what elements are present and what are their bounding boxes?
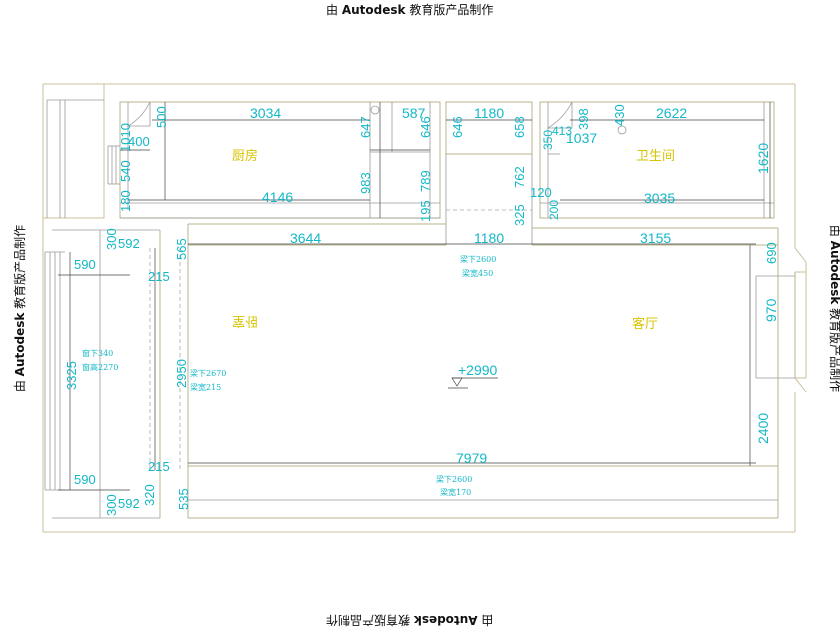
watermark-top-suffix: 教育版产品制作 (405, 3, 494, 17)
dim-398: 398 (576, 108, 591, 130)
dim-7979: 7979 (456, 450, 487, 466)
watermark-top-prefix: 由 (326, 3, 342, 17)
dim-1180-mid: 1180 (474, 230, 504, 246)
dim-2950: 2950 (174, 359, 189, 388)
top-left-balcony (46, 99, 104, 218)
room-label-living: 客厅 (632, 316, 658, 332)
dimension-lines (58, 102, 771, 491)
dim-565: 565 (174, 238, 189, 260)
note-window-b: 窗高2270 (82, 362, 118, 372)
dim-592-top: 592 (118, 236, 140, 251)
watermark-bottom: 由 Autodesk 教育版产品制作 (326, 612, 493, 629)
dim-195: 195 (418, 200, 433, 222)
dim-3325: 3325 (64, 361, 79, 390)
dim-1010: 1010 (118, 123, 133, 152)
dim-180: 180 (118, 190, 133, 212)
dim-1037: 1037 (566, 130, 597, 146)
dim-3155: 3155 (640, 230, 671, 246)
watermark-top-brand: Autodesk (341, 3, 406, 17)
main-space-walls (52, 223, 795, 519)
dim-646-b: 646 (450, 116, 465, 138)
outer-boundary (42, 83, 807, 533)
dim-592-bottom: 592 (118, 496, 140, 511)
left-window (44, 251, 65, 491)
dim-535: 535 (176, 488, 191, 510)
dim-1180-top: 1180 (474, 105, 504, 121)
watermark-top: 由 Autodesk 教育版产品制作 (326, 1, 493, 18)
dim-300-bottom: 300 (104, 494, 119, 516)
dim-3644: 3644 (290, 230, 321, 246)
room-label-kitchen: 厨房 (232, 148, 258, 164)
watermark-bottom-suffix: 教育版产品制作 (326, 613, 414, 627)
dim-590-bottom: 590 (74, 472, 96, 487)
dim-690: 690 (764, 242, 779, 264)
bathroom-walls (539, 101, 775, 219)
watermark-right-brand: Autodesk (828, 240, 840, 305)
corridor-walls (445, 101, 533, 245)
dim-658: 658 (512, 116, 527, 138)
watermark-left-suffix: 教育版产品制作 (13, 224, 28, 313)
dim-970: 970 (763, 298, 779, 322)
elevation-2990: +2990 (458, 362, 498, 378)
watermark-left-brand: Autodesk (13, 312, 28, 377)
dim-325: 325 (512, 204, 527, 226)
dim-120: 120 (530, 185, 552, 200)
watermark-left: 由 Autodesk 教育版产品制作 (11, 225, 28, 392)
watermark-right-suffix: 教育版产品制作 (828, 308, 840, 393)
dim-2400: 2400 (755, 413, 771, 444)
watermark-left-prefix: 由 (13, 376, 28, 393)
dim-590-top: 590 (74, 257, 96, 272)
note-beam-left-b: 梁宽215 (190, 382, 221, 392)
dim-789: 789 (418, 170, 433, 192)
dim-762: 762 (512, 166, 527, 188)
room-label-bedroom: 卧室 (232, 313, 258, 329)
dim-400: 400 (128, 134, 150, 149)
dim-3035: 3035 (644, 190, 675, 206)
note-beam-top-a: 梁下2600 (460, 255, 496, 264)
dim-320: 320 (142, 484, 157, 506)
dim-540: 540 (118, 160, 133, 182)
dim-587: 587 (402, 105, 426, 121)
dim-413: 413 (552, 124, 572, 138)
dim-215-bottom: 215 (148, 459, 170, 474)
watermark-bottom-prefix: 由 (477, 613, 494, 627)
dim-647: 647 (358, 116, 373, 138)
note-window-a: 窗下340 (82, 348, 113, 358)
dim-2622: 2622 (656, 105, 687, 121)
watermark-right: 由 Autodesk 教育版产品制作 (827, 225, 840, 392)
note-beam-top-b: 梁宽450 (462, 268, 493, 278)
dim-300-top: 300 (104, 228, 119, 250)
note-beam-bottom-a: 梁下2600 (436, 475, 472, 484)
note-beam-left-a: 梁下2670 (190, 369, 226, 378)
dim-983: 983 (358, 172, 373, 194)
dim-350: 350 (541, 130, 555, 150)
note-beam-bottom-b: 梁宽170 (440, 487, 471, 497)
dim-1620: 1620 (755, 143, 771, 174)
elevation-marker-icon (448, 377, 498, 389)
kitchen-walls (107, 101, 441, 219)
dim-4146: 4146 (262, 189, 293, 205)
watermark-bottom-brand: Autodesk (413, 613, 478, 627)
dim-430: 430 (612, 104, 627, 126)
dim-500: 500 (154, 106, 169, 128)
dim-646-a: 646 (418, 116, 433, 138)
dim-215-top: 215 (148, 269, 170, 284)
room-label-bathroom: 卫生间 (636, 149, 675, 164)
dim-200: 200 (547, 200, 561, 220)
dim-3034: 3034 (250, 105, 281, 121)
watermark-right-prefix: 由 (828, 225, 840, 241)
